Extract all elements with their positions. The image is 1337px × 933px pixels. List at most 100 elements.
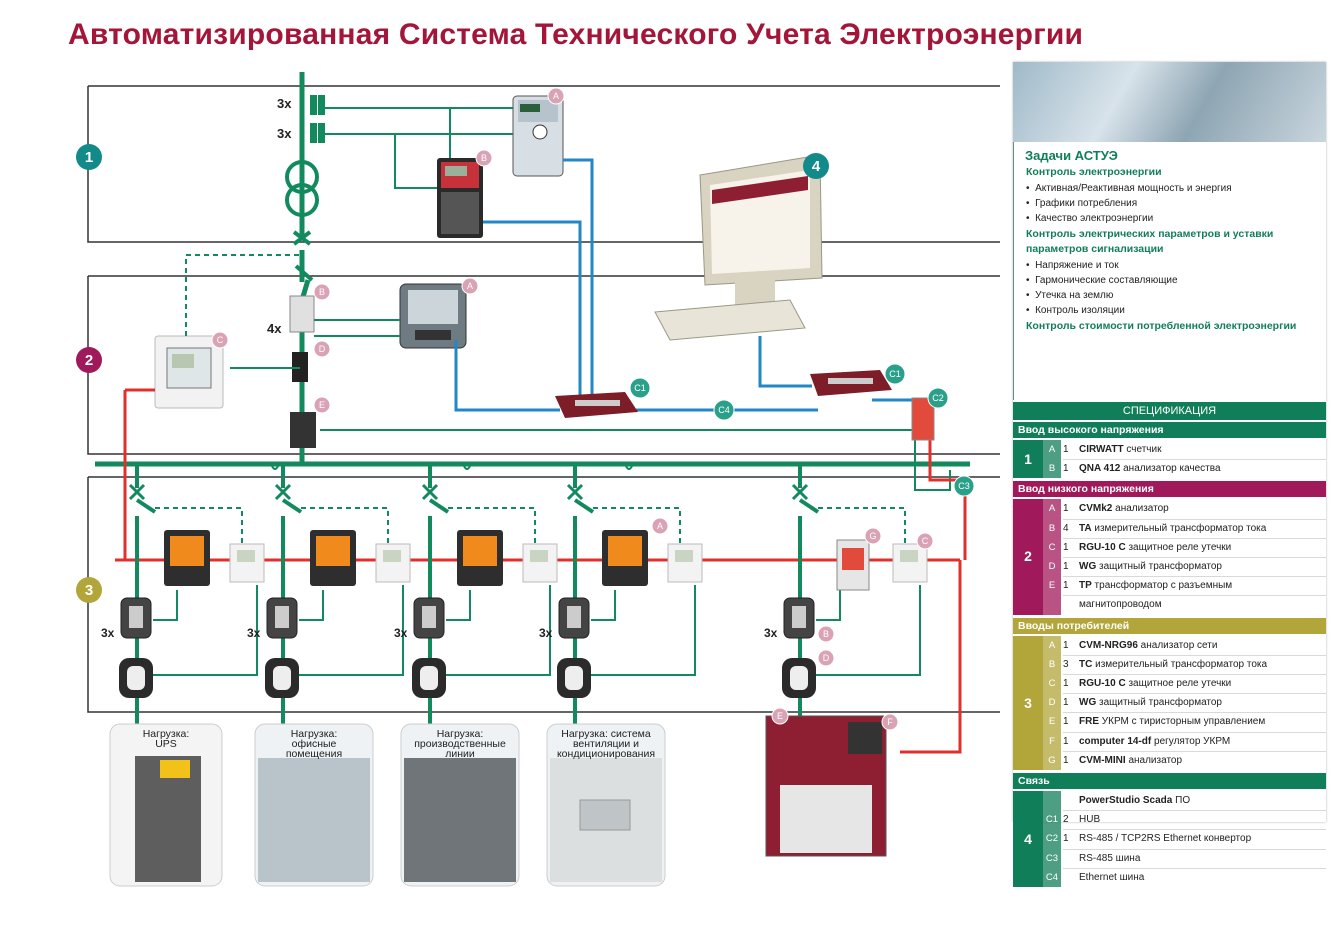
mult-3x-feeder: 3x (101, 626, 115, 640)
tasks-sub1: Контроль электроэнергии (1026, 166, 1162, 178)
spec-row: Ethernet шина (1079, 871, 1145, 883)
converter-c2 (911, 397, 935, 441)
spec-row: RS-485 шина (1079, 852, 1141, 864)
spec-row-divider (1063, 576, 1326, 578)
spec-row-divider (1063, 731, 1326, 733)
spec-group-number: 2 (1013, 499, 1043, 615)
spec-row-letter: B (1048, 658, 1056, 670)
production-image (404, 758, 516, 882)
tasks-sub2a: Контроль электрических параметров и уста… (1026, 228, 1274, 240)
mult-3x-feeder: 3x (394, 626, 408, 640)
page-title: Автоматизированная Система Технического … (68, 18, 1084, 51)
tasks-sub2b: параметров сигнализации (1026, 243, 1164, 255)
spec-row-divider (1063, 595, 1326, 597)
spec-row-letter: C4 (1045, 871, 1059, 883)
spec-letter-column (1043, 635, 1061, 770)
spec-group-number: 3 (1013, 635, 1043, 770)
marker-2 (76, 347, 102, 373)
spec-row-letter: G (1048, 754, 1056, 766)
meter-qna412 (437, 158, 483, 238)
spec-row-letter: A (1048, 639, 1056, 651)
load-label-1: UPS (155, 738, 177, 750)
spec-row-letter: A (1048, 444, 1056, 455)
spec-row-letter: B (1048, 463, 1056, 475)
load-label-3: производственные (414, 738, 506, 750)
marker-3-label: 3 (85, 582, 93, 599)
mult-3x-b: 3x (277, 126, 292, 141)
badge-a (461, 277, 479, 295)
transformer-coil-bottom (285, 183, 319, 217)
load-label-3: Нагрузка: (437, 728, 484, 740)
spec-row-divider (1063, 518, 1326, 520)
tp-transformer (290, 412, 316, 448)
info-panel: Задачи АСТУЭ Контроль электроэнергии • А… (1013, 62, 1326, 887)
spec-row-letter: D (1048, 697, 1056, 709)
badge-c4-label: C4 (718, 405, 730, 415)
badge-c2-label: C2 (932, 393, 944, 403)
feeder-2: 3x (247, 464, 411, 740)
spec-row-letter: C (1048, 678, 1056, 689)
mult-3x-feeder: 3x (247, 626, 261, 640)
spec-row-letter: C (1048, 541, 1056, 553)
ta-transformer (289, 295, 315, 333)
spec-row-divider (1063, 674, 1326, 675)
spec-section-title: Вводы потребителей (1013, 617, 1326, 634)
cvmk2-analyzer (399, 283, 467, 349)
marker-1-label: 1 (85, 149, 93, 166)
spec-group-number: 4 (1013, 791, 1043, 887)
badge-c-label: C (922, 536, 929, 546)
badge-c1 (629, 377, 651, 399)
spec-letter-column (1043, 791, 1061, 887)
badge-b (817, 625, 835, 643)
spec-row-letter: B (1048, 522, 1056, 534)
badge-c3-label: C3 (958, 481, 970, 491)
badge-c (916, 532, 934, 550)
mult-3x-feeder: 3x (764, 626, 778, 640)
top-current-transformers (310, 95, 325, 143)
badge-b (475, 149, 493, 167)
rgu-relay-main (154, 335, 224, 409)
frame-1 (87, 86, 1000, 243)
badge-a-label: A (553, 91, 559, 101)
frame-2 (87, 276, 1000, 455)
marker-3 (76, 577, 102, 603)
load-label-1: Нагрузка: (143, 728, 190, 740)
task-item: • Графики потребления (1026, 198, 1138, 209)
badge-a (651, 517, 669, 535)
spec-row-divider (1063, 829, 1326, 831)
spec-row-divider (1063, 654, 1326, 656)
tasks-heading: Задачи АСТУЭ (1025, 148, 1118, 163)
badge-a-label: A (467, 281, 473, 291)
ethernet-cirwatt (563, 158, 594, 396)
spec-row-divider (1063, 459, 1326, 461)
load-label-3: линии (445, 748, 475, 760)
marker-2-label: 2 (85, 352, 93, 369)
badge-b (313, 283, 331, 301)
task-item: • Утечка на землю (1026, 290, 1114, 301)
badge-e (313, 396, 331, 414)
badge-e-label: E (319, 400, 325, 410)
spec-row-divider (1063, 537, 1326, 539)
badge-a-label: A (657, 521, 663, 531)
spec-row-letter (1043, 791, 1061, 810)
task-item: • Гармонические составляющие (1026, 275, 1178, 286)
tasks-sub3: Контроль стоимости потребленной электроэ… (1026, 320, 1297, 332)
spec-letter-column (1043, 440, 1061, 479)
load-cards (109, 723, 666, 887)
mult-4x: 4x (267, 321, 282, 336)
badge-b-label: B (481, 153, 487, 163)
badge-f (881, 713, 899, 731)
spec-row-divider (1063, 810, 1326, 812)
badge-c3 (953, 475, 975, 497)
office-image (258, 758, 370, 882)
marker-4 (803, 153, 829, 179)
